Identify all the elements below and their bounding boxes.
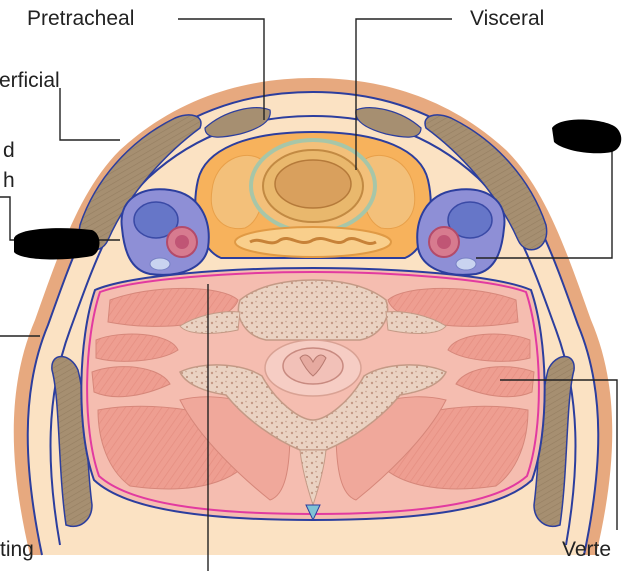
redaction-right (552, 120, 621, 154)
left-vagus-nerve (150, 258, 170, 270)
vertebral-body (238, 280, 387, 340)
label-carotid-line2: h (3, 170, 15, 191)
label-pretracheal: Pretracheal (27, 8, 134, 29)
right-carotid-lumen (437, 235, 451, 249)
label-superficial: erficial (0, 70, 60, 91)
label-visceral: Visceral (470, 8, 544, 29)
trachea-lumen (275, 160, 351, 208)
left-carotid-lumen (175, 235, 189, 249)
label-carotid-line1: d (3, 140, 15, 161)
label-investing: ting (0, 539, 34, 560)
superficial-leader (60, 88, 120, 140)
label-vertebral: Verte (562, 539, 611, 560)
right-vagus-nerve (456, 258, 476, 270)
redaction-left (14, 228, 100, 259)
